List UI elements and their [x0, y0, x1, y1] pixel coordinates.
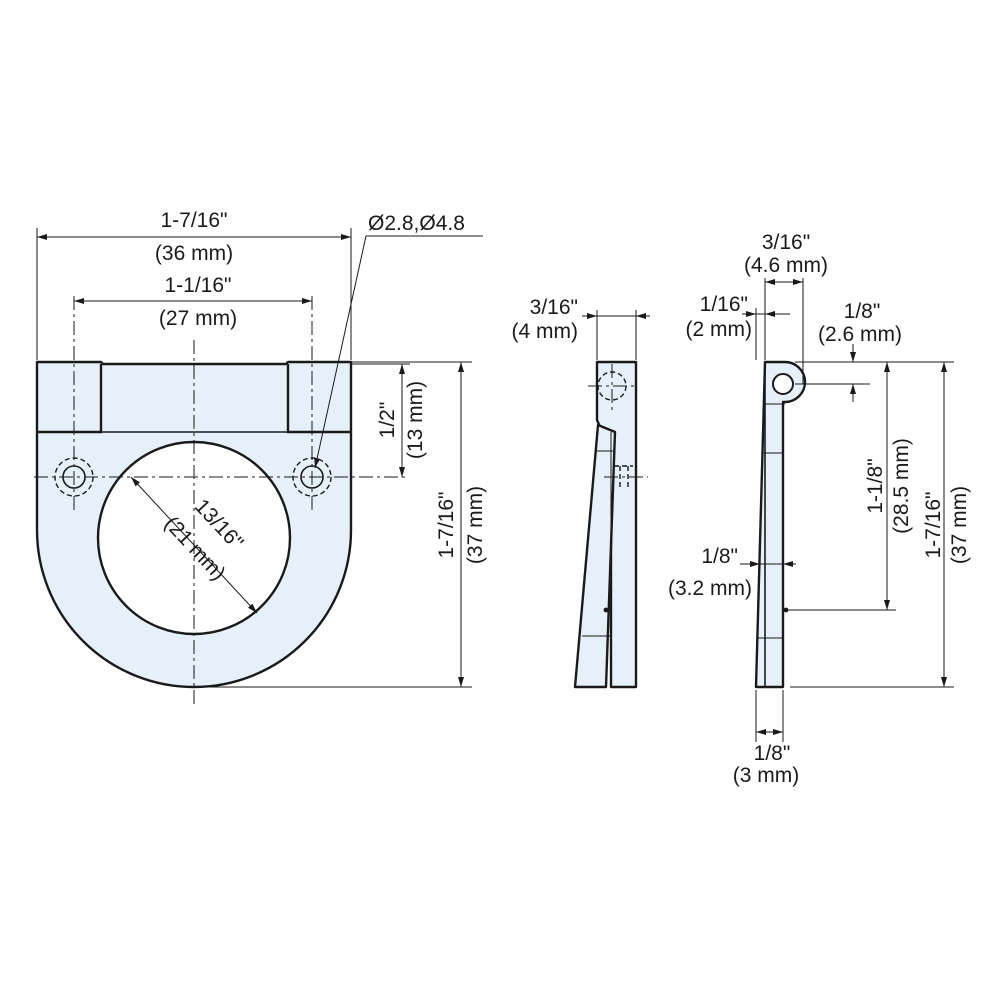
overall-width-mm-label: (36 mm)	[155, 242, 233, 265]
bottom-thickness-mm-label: (3 mm)	[733, 764, 800, 787]
ring-depth-mm-label: (3.2 mm)	[668, 577, 752, 600]
middle-view-rivet	[603, 607, 609, 613]
pin-offset-inch-label: 1/8"	[844, 300, 881, 323]
hole-diameter-leader-line	[314, 235, 367, 469]
middle-thickness-mm-label: (4 mm)	[512, 320, 579, 343]
hinge-width-inch-label: 3/16"	[762, 231, 810, 254]
side-view-rivet	[783, 607, 789, 613]
hole-offset-mm-label: (13 mm)	[404, 381, 427, 459]
plate-thickness-mm-label: (2 mm)	[686, 318, 753, 341]
middle-view-ring-arm	[573, 423, 617, 689]
middle-view: 3/16" (4 mm)	[512, 296, 650, 689]
middle-thickness-inch-label: 3/16"	[530, 296, 578, 319]
hole-spacing-inch-label: 1-1/16"	[165, 274, 232, 297]
pin-offset-mm-label: (2.6 mm)	[818, 323, 902, 346]
hole-spacing-mm-label: (27 mm)	[159, 307, 237, 330]
bottom-thickness-inch-label: 1/8"	[754, 742, 791, 765]
side-view: 3/16" (4.6 mm) 1/16" (2 mm) 1/8" (2.6 mm…	[668, 231, 971, 787]
hole-diameter-label: Ø2.8,Ø4.8	[368, 212, 465, 235]
side-overall-height-mm-label: (37 mm)	[948, 486, 971, 564]
side-view-body	[754, 360, 807, 689]
plate-thickness-inch-label: 1/16"	[700, 293, 748, 316]
ring-length-mm-label: (28.5 mm)	[890, 438, 913, 534]
overall-width-inch-label: 1-7/16"	[161, 209, 228, 232]
hole-offset-inch-label: 1/2"	[376, 402, 399, 439]
side-view-hinge-pin	[772, 373, 794, 395]
ring-length-inch-label: 1-1/8"	[864, 458, 887, 513]
hinge-width-mm-label: (4.6 mm)	[744, 254, 828, 277]
front-view: 1-7/16" (36 mm) 1-1/16" (27 mm) Ø2.8,Ø4.…	[34, 209, 487, 706]
ring-diameter-dim-line	[130, 476, 258, 614]
overall-height-mm-label: (37 mm)	[464, 486, 487, 564]
ring-depth-inch-label: 1/8"	[701, 545, 738, 568]
overall-height-inch-label: 1-7/16"	[435, 492, 458, 559]
side-overall-height-inch-label: 1-7/16"	[922, 492, 945, 559]
